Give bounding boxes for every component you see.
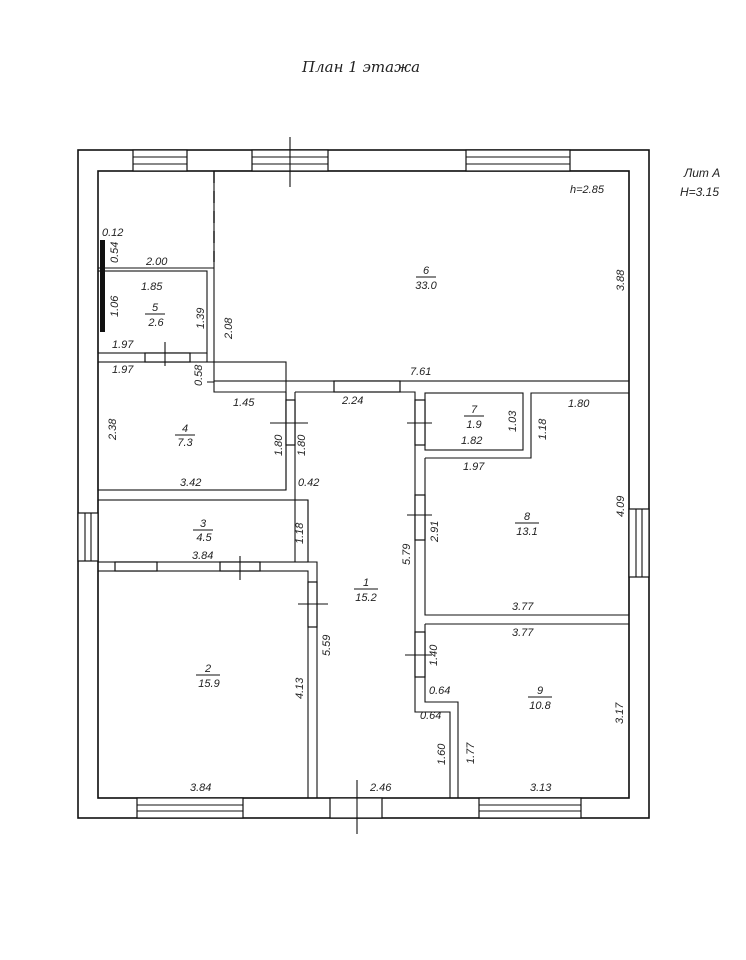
lit-label: Лит А (683, 166, 720, 180)
svg-text:15.2: 15.2 (355, 592, 376, 604)
dim-label: 4.09 (615, 496, 627, 517)
dim-label: 2.46 (369, 782, 392, 794)
door-room-7 (407, 399, 432, 446)
ceiling-height: h=2.85 (570, 184, 605, 196)
dim-label: 1.97 (463, 461, 485, 473)
door-room-8 (407, 494, 432, 541)
room-label-6: 6 33.0 (415, 265, 437, 292)
window-top-3 (465, 149, 571, 172)
dim-label: 3.77 (512, 627, 534, 639)
dim-label: 1.40 (428, 644, 440, 666)
dim-label: 7.61 (410, 366, 431, 378)
dim-label: 1.80 (296, 434, 308, 456)
dim-label: 1.97 (112, 339, 134, 351)
svg-text:4.5: 4.5 (196, 532, 212, 544)
svg-text:6: 6 (423, 265, 430, 277)
svg-text:7: 7 (471, 404, 478, 416)
door-room-6 (333, 380, 401, 393)
room-label-7: 7 1.9 (464, 404, 484, 431)
dim-label: 3.42 (180, 477, 201, 489)
windows (77, 149, 650, 834)
svg-text:4: 4 (182, 423, 188, 435)
room-label-4: 4 7.3 (175, 423, 195, 449)
door-room-5 (144, 342, 191, 366)
dim-label: 3.84 (192, 550, 213, 562)
svg-text:15.9: 15.9 (198, 678, 219, 690)
dim-label: 0.64 (429, 685, 450, 697)
dim-label: 2.38 (107, 418, 119, 441)
stair-mark (100, 240, 105, 332)
door-room-3 (114, 556, 261, 580)
dim-label: 3.88 (615, 269, 627, 291)
room-label-8: 8 13.1 (515, 511, 539, 538)
dim-label: 3.13 (530, 782, 552, 794)
svg-text:9: 9 (537, 685, 543, 697)
room-label-2: 2 15.9 (196, 663, 220, 690)
room-label-9: 9 10.8 (528, 685, 552, 712)
room-8-outline (424, 392, 630, 616)
svg-text:2: 2 (204, 663, 211, 675)
dim-label: 0.58 (193, 364, 205, 386)
dim-label: 1.03 (507, 410, 519, 432)
room-labels: 6 33.0 5 2.6 4 7.3 3 4.5 2 15.9 1 15.2 (145, 265, 552, 712)
dim-label: 1.18 (294, 522, 306, 544)
dim-label: 2.08 (223, 317, 235, 340)
window-bottom-2 (478, 797, 582, 819)
dim-label: 1.80 (568, 398, 590, 410)
dim-label: 0.42 (298, 477, 319, 489)
dim-label: 3.77 (512, 601, 534, 613)
svg-text:8: 8 (524, 511, 531, 523)
dim-label: 2.91 (429, 521, 441, 543)
svg-text:33.0: 33.0 (415, 280, 437, 292)
svg-text:7.3: 7.3 (177, 437, 193, 449)
room-label-3: 3 4.5 (193, 518, 213, 544)
dim-label: 3.17 (614, 702, 626, 724)
dimension-labels: 0.12 0.54 2.00 1.85 1.06 1.39 2.08 1.97 … (102, 227, 627, 794)
plan-title: План 1 этажа (301, 58, 420, 76)
door-room-4 (270, 399, 308, 446)
dim-label: 1.80 (273, 434, 285, 456)
room-label-1: 1 15.2 (354, 577, 378, 604)
entrance-door (329, 780, 383, 834)
room-6-outline (213, 170, 630, 382)
dim-label: 0.64 (420, 710, 441, 722)
dim-label: 0.54 (109, 242, 121, 263)
window-left (77, 512, 99, 562)
window-right (628, 508, 650, 578)
dim-label: 0.12 (102, 227, 123, 239)
dim-label: 1.18 (537, 418, 549, 440)
door-room-2 (298, 581, 328, 628)
doors (114, 137, 432, 678)
dim-label: 1.77 (465, 742, 477, 764)
outer-wall-outer (77, 149, 650, 819)
window-top-1 (132, 149, 188, 172)
svg-text:5: 5 (152, 302, 159, 314)
dim-label: 2.24 (341, 395, 363, 407)
svg-text:10.8: 10.8 (529, 700, 551, 712)
svg-text:1: 1 (363, 577, 369, 589)
room-label-5: 5 2.6 (145, 302, 165, 329)
dim-label: 5.59 (321, 635, 333, 656)
dim-label: 1.45 (233, 397, 255, 409)
dim-label: 2.00 (145, 256, 168, 268)
room-9-outline (424, 623, 630, 799)
dim-label: 3.84 (190, 782, 211, 794)
svg-text:13.1: 13.1 (516, 526, 537, 538)
dim-label: 4.13 (294, 677, 306, 699)
dim-label: 1.85 (141, 281, 163, 293)
dim-label: 1.60 (436, 743, 448, 765)
svg-text:3: 3 (200, 518, 207, 530)
svg-text:1.9: 1.9 (466, 419, 481, 431)
dim-label: 5.79 (401, 544, 413, 565)
lit-height: H=3.15 (680, 185, 719, 199)
dim-label: 1.97 (112, 364, 134, 376)
svg-text:2.6: 2.6 (147, 317, 164, 329)
door-room-9 (405, 631, 432, 678)
dim-label: 1.39 (195, 308, 207, 329)
dim-label: 1.06 (109, 295, 121, 317)
window-bottom-1 (136, 797, 244, 819)
dim-label: 1.82 (461, 435, 482, 447)
